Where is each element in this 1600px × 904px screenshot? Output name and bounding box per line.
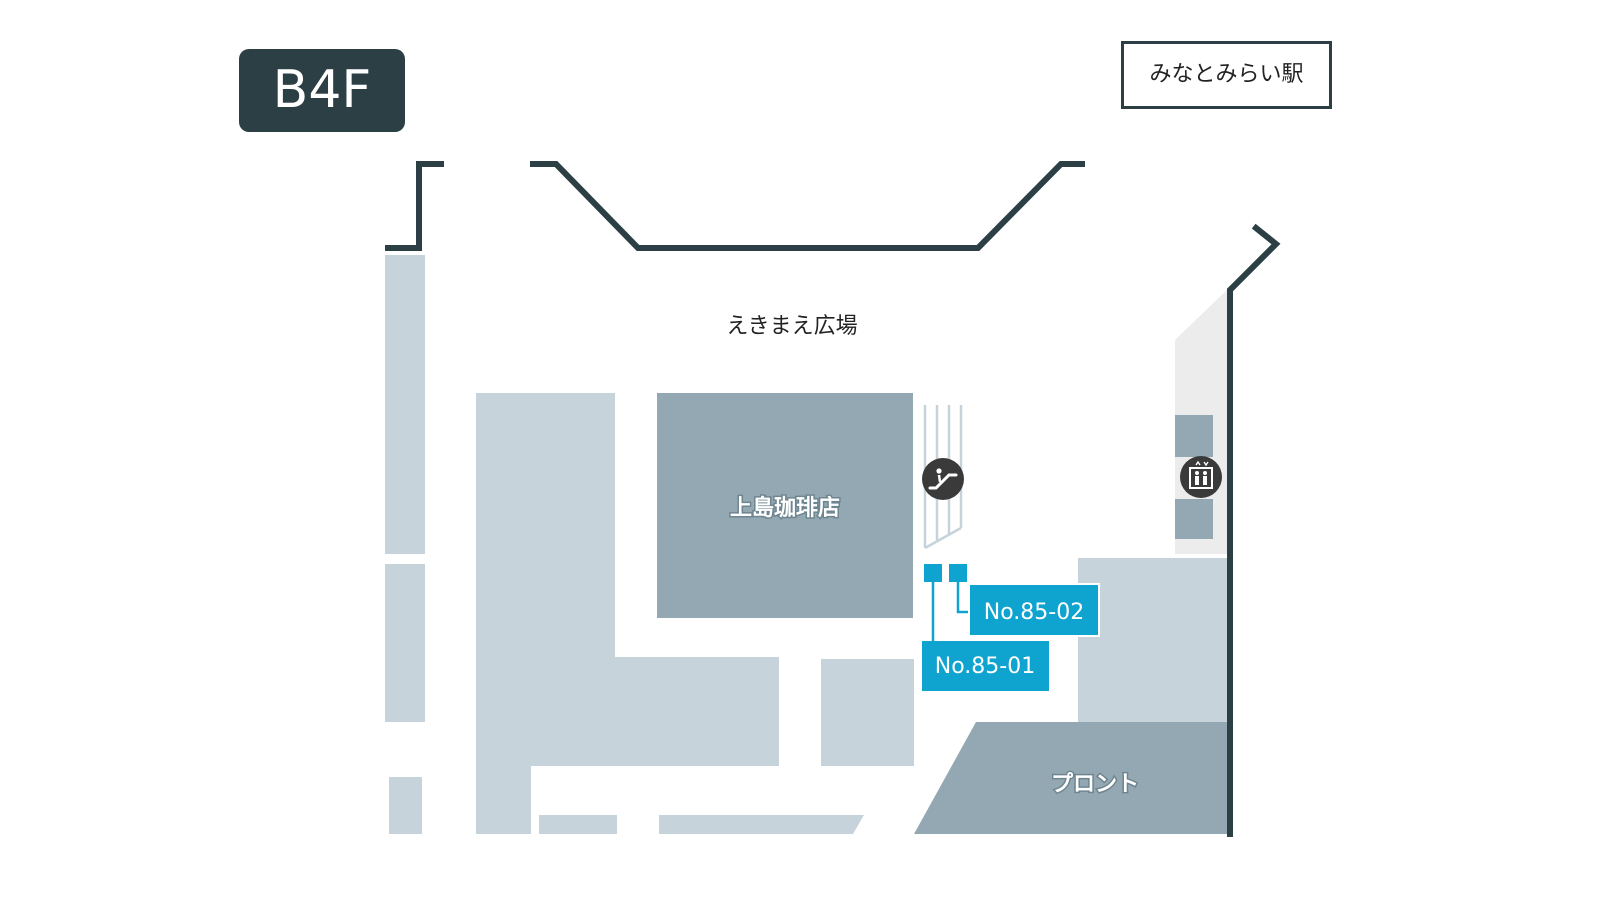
- elevator-block-top: [1175, 415, 1213, 457]
- east-block: [1078, 558, 1230, 723]
- left-block-3: [389, 777, 422, 834]
- front-block: [914, 722, 1230, 834]
- bottom-strip-2: [659, 815, 864, 834]
- station-name: みなとみらい駅: [1121, 41, 1332, 109]
- left-block-2: [385, 564, 425, 722]
- elevator-icon: [1180, 456, 1222, 498]
- locker-leader-1: [956, 582, 971, 614]
- locker-label-85-01: No.85-01: [935, 654, 1035, 679]
- wall-east: [1227, 223, 1281, 837]
- west-shop-block: [476, 393, 779, 834]
- cafe-block: [657, 393, 913, 618]
- locker-unit-2[interactable]: [949, 564, 967, 582]
- block-strip: [893, 727, 914, 766]
- locker-label-85-02: No.85-02: [984, 600, 1084, 625]
- elevator-block-bottom: [1175, 499, 1213, 539]
- locker-tag-85-02[interactable]: No.85-02: [968, 583, 1100, 637]
- cafe-label: 上島珈琲店: [730, 495, 840, 521]
- front-label: プロント: [1051, 772, 1139, 797]
- locker-tag-85-01[interactable]: No.85-01: [922, 641, 1049, 691]
- locker-unit-1[interactable]: [924, 564, 942, 582]
- plaza-label: えきまえ広場: [726, 314, 857, 339]
- bottom-strip-1: [539, 815, 617, 834]
- wall-northwest: [385, 161, 444, 251]
- wall-north: [530, 161, 1085, 251]
- escalator-icon: [922, 458, 964, 500]
- walls: [385, 161, 1281, 837]
- left-block-1: [385, 255, 425, 554]
- floor-badge: B4F: [239, 49, 405, 132]
